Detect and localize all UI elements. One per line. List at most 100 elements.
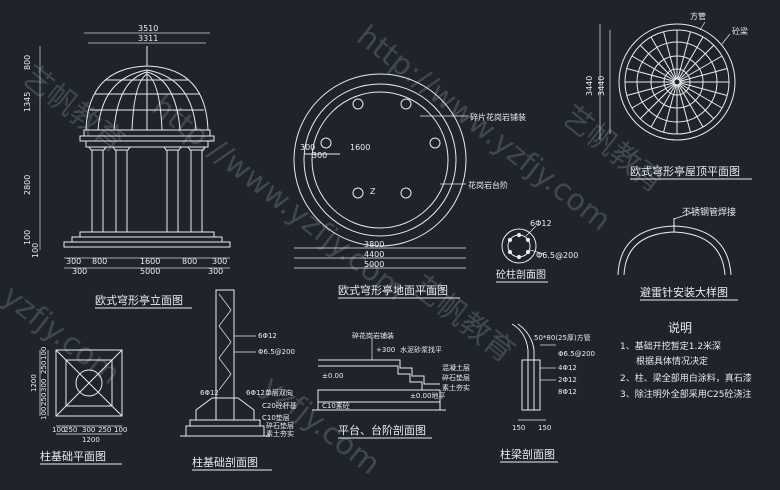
- footing-section-drawing: [180, 289, 270, 437]
- dim-text: 100: [52, 426, 65, 434]
- dim-text: 800: [23, 55, 32, 70]
- leader-line: [529, 249, 545, 255]
- note-text: 水泥砂浆找平: [400, 345, 442, 354]
- dome-rings: [90, 79, 204, 111]
- roof-plan-title: 欧式穹形亭屋顶平面图: [630, 164, 740, 178]
- dim-text: 300: [82, 426, 95, 434]
- dim-text: 3311: [138, 34, 158, 43]
- dim-text: 2800: [23, 175, 32, 195]
- dim-text: 1600: [350, 143, 370, 152]
- beam-section: [521, 359, 541, 411]
- dim-text: 300: [208, 267, 223, 276]
- platform-circle: [311, 91, 449, 229]
- dim-text: 4400: [364, 250, 384, 259]
- outer-step-circle: [293, 73, 467, 247]
- note-text: Φ6.5@200: [558, 350, 595, 358]
- roof-spokes: [625, 30, 729, 134]
- column-footprint: [400, 187, 412, 199]
- footing-outer: [55, 349, 123, 417]
- beam-curve-outer: [511, 323, 529, 410]
- note-text: 素土夯实: [266, 429, 294, 438]
- middle-step-circle: [303, 83, 457, 237]
- dim-text: 800: [92, 257, 107, 266]
- roof-outer-circle: [618, 23, 736, 141]
- footing-plan-drawing: [39, 349, 123, 435]
- leader-line: [721, 33, 731, 45]
- note-text: 花岗岩台阶: [468, 180, 508, 190]
- note-text: 6Φ12单层双向: [246, 388, 293, 397]
- stirrup-zigzag: [218, 293, 232, 391]
- column-footprint: [320, 137, 332, 149]
- note-text: 6Φ12: [258, 332, 277, 340]
- dim-text: 300: [72, 267, 87, 276]
- beam-section-labels: 50*80(25厚)方管 Φ6.5@200 4Φ12 2Φ12 8Φ12 150…: [512, 333, 595, 432]
- lightning-title: 避雷针安装大样图: [640, 285, 728, 299]
- dim-text: 300: [312, 151, 327, 160]
- ground-plan-drawing: [293, 73, 468, 269]
- note-text: 碎片花岗岩铺装: [470, 112, 526, 122]
- elevation-title: 欧式穹形亭立面图: [95, 293, 183, 307]
- rebar-dots: [507, 232, 531, 260]
- cornice-bottom: [85, 140, 209, 148]
- dome-ribs: [97, 69, 197, 131]
- step-section-title: 平台、台阶剖面图: [338, 423, 426, 437]
- roof-spoke: [678, 36, 704, 80]
- note-text: 碎石垫层: [266, 421, 294, 430]
- note-text: 碎石垫层: [442, 373, 470, 382]
- note-line: 1、基础开挖暂定1.2米深: [620, 340, 721, 352]
- roof-spoke: [677, 84, 691, 133]
- footing-diagonal: [55, 349, 123, 417]
- dim-text: 150: [512, 424, 525, 432]
- dim-text: 1345: [23, 92, 32, 112]
- dim-text: 5000: [364, 260, 384, 269]
- dim-text: 800: [182, 257, 197, 266]
- elevation-dimension-lines: [39, 32, 230, 269]
- roof-plan-drawing: [599, 21, 736, 141]
- dim-text: 3440: [597, 76, 606, 96]
- dim-text: 1200: [30, 374, 38, 392]
- dim-text: 150: [538, 424, 551, 432]
- note-text: 2Φ12: [558, 376, 577, 384]
- notes-heading: 说明: [668, 320, 692, 335]
- dim-text: 100: [114, 426, 127, 434]
- roof-spoke: [650, 84, 676, 128]
- beam-curve-inner: [517, 323, 535, 410]
- column-socket: [75, 369, 103, 397]
- marker-text: Z: [370, 187, 376, 196]
- dim-text: 3800: [364, 240, 384, 249]
- column-outline: [501, 228, 537, 264]
- column-section-drawing: [501, 225, 545, 264]
- footing-inner: [65, 359, 113, 407]
- dim-text: 250: [98, 426, 111, 434]
- platform-step-3: [63, 241, 231, 248]
- roof-spoke: [639, 44, 676, 81]
- column-footprint: [429, 137, 441, 149]
- dim-text: 250: [64, 426, 77, 434]
- note-text: 混凝土层: [442, 363, 470, 372]
- column-footprint: [352, 98, 364, 110]
- note-line: 3、除注明外全部采用C25砼浇注: [620, 388, 751, 400]
- roof-spoke: [663, 84, 677, 133]
- column-footprint: [400, 98, 412, 110]
- roof-spoke: [679, 55, 723, 81]
- note-text: Φ6.5@200: [258, 348, 295, 356]
- roof-spoke: [639, 83, 676, 120]
- roof-spoke: [663, 31, 677, 80]
- dim-text: 250: [40, 393, 48, 406]
- note-text: Φ6.5@200: [536, 251, 578, 260]
- dim-text: 300: [66, 257, 81, 266]
- footing-section-title: 柱基础剖面图: [192, 455, 258, 469]
- dim-text: 3440: [585, 76, 594, 96]
- dim-text: 1200: [82, 436, 100, 444]
- column-section-labels: 6Φ12 Φ6.5@200: [530, 219, 578, 260]
- roof-spoke: [677, 31, 691, 80]
- dim-text: 100: [23, 230, 32, 245]
- footing-section-labels: 6Φ12 Φ6.5@200 6Φ12 6Φ12单层双向 C20砼杯基 C10垫层…: [200, 332, 297, 438]
- dim-text: 300: [40, 379, 48, 392]
- dim-text: 250: [40, 361, 48, 374]
- lightning-label: 不锈钢管焊接: [682, 206, 736, 218]
- note-line: 根据具体情况决定: [636, 355, 708, 367]
- note-text: 4Φ12: [558, 364, 577, 372]
- note-text: ±0.00地平: [410, 391, 445, 400]
- note-text: C10垫层: [262, 413, 290, 422]
